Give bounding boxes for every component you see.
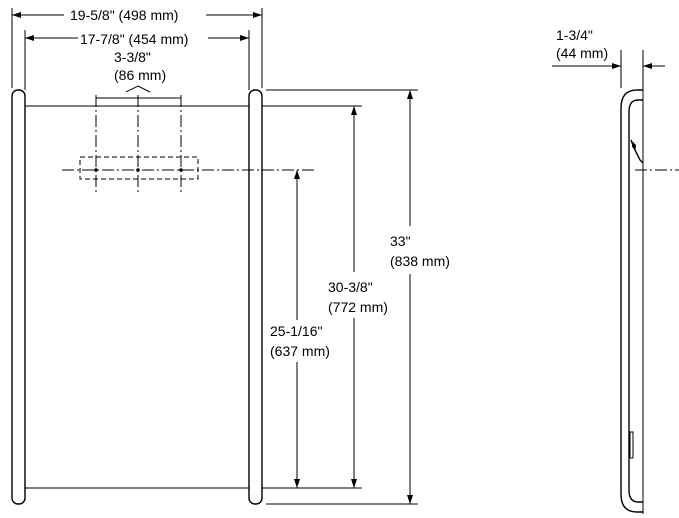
- left-frame-rail: [11, 89, 26, 505]
- bracket-spacing-leader: [125, 85, 151, 93]
- overall-height-imperial-label: 33": [390, 233, 411, 249]
- right-frame-rail: [248, 89, 263, 505]
- mounting-bracket-outline: [79, 156, 199, 180]
- side-view: 1-3/4" (44 mm): [552, 27, 679, 514]
- overall-width-arrow-left: [12, 12, 21, 18]
- overall-height-metric-label: (838 mm): [390, 253, 450, 269]
- mount-point-left: [94, 168, 98, 172]
- bracket-spacing-metric-label: (86 mm): [114, 67, 166, 83]
- inner-height-arrow-top: [351, 106, 357, 115]
- depth-metric-label: (44 mm): [556, 45, 608, 61]
- mount-height-metric-label: (637 mm): [270, 343, 330, 359]
- inner-width-label: 17-7/8" (454 mm): [80, 31, 188, 47]
- inner-height-arrow-bottom: [351, 479, 357, 488]
- side-lower-fitting: [629, 431, 634, 459]
- bracket-spacing-imperial-label: 3-3/8": [114, 49, 151, 65]
- depth-imperial-label: 1-3/4": [556, 27, 593, 43]
- height-dimensions: 25-1/16" (637 mm) 30-3/8" (772 mm) 33" (…: [262, 89, 450, 505]
- side-frame-inner: [628, 99, 643, 503]
- inner-width-arrow-left: [25, 35, 34, 41]
- mount-point-middle: [136, 168, 140, 172]
- mount-height-arrow-top: [294, 170, 300, 179]
- depth-arrow-left: [612, 63, 621, 69]
- mount-height-imperial-label: 25-1/16": [270, 323, 322, 339]
- overall-height-arrow-bottom: [407, 495, 413, 504]
- inner-width-arrow-right: [240, 35, 249, 41]
- overall-width-arrow-right: [253, 12, 262, 18]
- mount-point-right: [179, 168, 183, 172]
- side-bracket-fastener: [632, 144, 636, 148]
- inner-height-imperial-label: 30-3/8": [328, 279, 373, 295]
- overall-height-arrow-top: [407, 90, 413, 99]
- front-view: 3-3/8" (86 mm) 19-5/8" (498 mm) 17-7/8" …: [11, 7, 316, 505]
- overall-width-label: 19-5/8" (498 mm): [70, 7, 178, 23]
- side-frame-outer: [620, 89, 643, 513]
- side-mounting-bracket: [630, 139, 644, 164]
- inner-height-metric-label: (772 mm): [328, 299, 388, 315]
- mount-height-arrow-bottom: [294, 479, 300, 488]
- depth-arrow-right: [643, 63, 652, 69]
